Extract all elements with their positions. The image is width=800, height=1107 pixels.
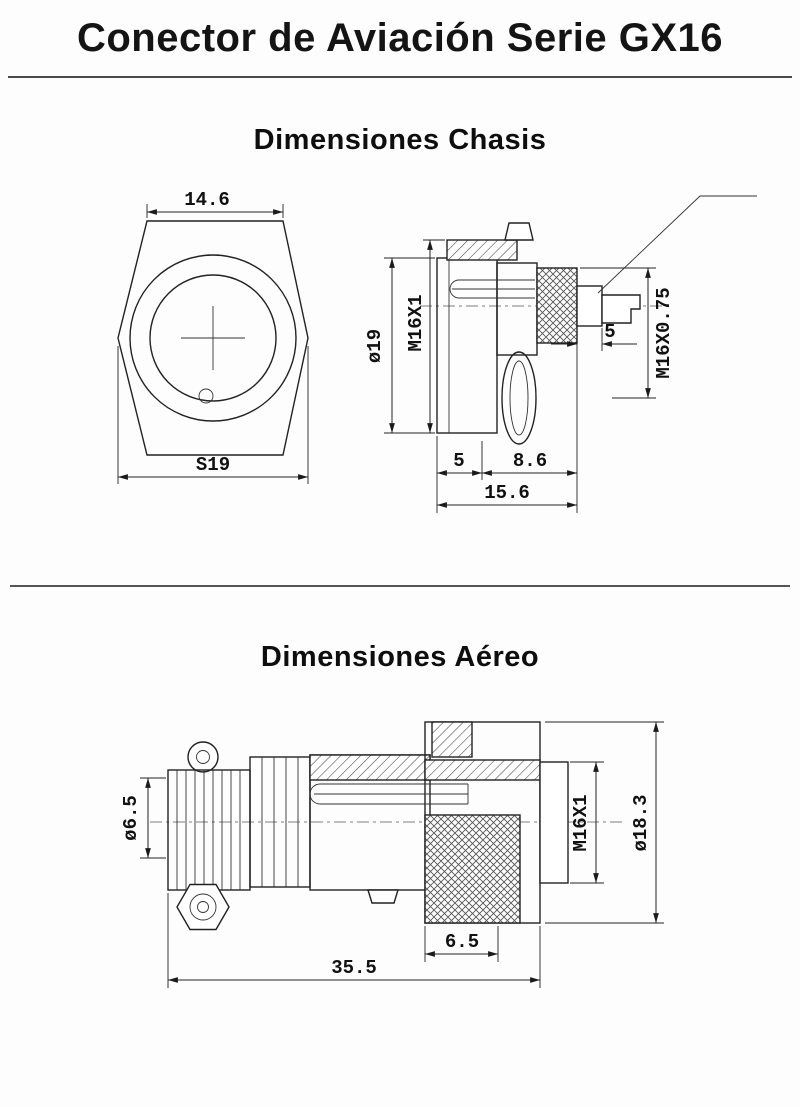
rear-knurl: [536, 267, 578, 344]
dim-hex-size: S19: [117, 346, 309, 484]
aereo-drawing: ø6.5 M16X1 ø18.3: [120, 721, 664, 988]
dim-label-body-length: 5: [453, 450, 464, 472]
dim-label-front-thread: M16X1: [405, 294, 427, 351]
dim-label-thread: M16X1: [570, 794, 592, 851]
section-chasis: Dimensiones Chasis: [0, 124, 800, 533]
dim-bottom-lengths: 5 8.6 15.6: [436, 328, 578, 513]
rear-stub: [576, 285, 603, 327]
hex-clamp-ring: [189, 893, 217, 921]
nut-thread-hatch: [424, 759, 541, 781]
chasis-side-view: ø19 M16X1 M16X0.75 5: [364, 195, 757, 513]
dim-label-hex-size: S19: [196, 454, 230, 476]
chasis-heading: Dimensiones Chasis: [253, 124, 547, 156]
nut-knurl: [424, 814, 521, 924]
connector-body: [436, 257, 498, 434]
dim-label-total-length: 35.5: [331, 957, 377, 979]
chasis-drawing: 14.6 S19: [117, 189, 757, 513]
dim-front-thread: M16X1: [405, 239, 445, 433]
page-title: Conector de Aviación Serie GX16: [76, 16, 724, 60]
gasket-ellipse: [501, 351, 537, 445]
dim-label-cable-diameter: ø6.5: [120, 795, 142, 841]
dim-label-knurl-length: 6.5: [445, 931, 479, 953]
dim-rear-thread: M16X0.75: [580, 267, 675, 399]
front-tube: [539, 761, 569, 884]
dim-label-rear-length: 5: [604, 321, 615, 343]
contact-slot: [449, 279, 535, 299]
dim-label-total-length: 15.6: [484, 482, 530, 504]
dim-outer-diameter: ø18.3: [545, 721, 664, 924]
outer-circle: [129, 254, 297, 422]
nut-key-hatch: [431, 721, 473, 758]
header: Conector de Aviación Serie GX16: [0, 0, 800, 78]
dim-thread: M16X1: [570, 761, 604, 884]
aereo-side-view: ø6.5 M16X1 ø18.3: [120, 721, 664, 988]
dim-total-length: 35.5: [167, 893, 541, 988]
dim-diameter: ø19: [364, 257, 435, 434]
hex-clamp-hole: [197, 901, 209, 913]
chasis-front-view: 14.6 S19: [117, 189, 309, 484]
dim-label-outer-diameter: ø18.3: [630, 794, 652, 851]
aereo-heading: Dimensiones Aéreo: [260, 641, 540, 673]
contact-slot: [309, 783, 469, 805]
title-rule: [8, 76, 792, 78]
inner-circle: [149, 274, 277, 402]
solder-tab: [601, 294, 641, 324]
gasket-inner: [509, 360, 529, 436]
keyway-circle: [198, 388, 214, 404]
cable-boot: [167, 769, 251, 891]
dim-rear-length: 5: [551, 321, 637, 351]
dim-label-top-width: 14.6: [184, 189, 230, 211]
dim-label-mid-length: 8.6: [513, 450, 547, 472]
washer-section: [496, 262, 538, 356]
dim-label-diameter: ø19: [364, 329, 386, 363]
transition-rings: [261, 757, 299, 887]
leader-line: [597, 195, 757, 294]
section-divider: [10, 585, 790, 587]
eyelet-outer: [187, 741, 219, 773]
hex-outline: [117, 220, 309, 456]
bottom-tab: [367, 889, 399, 904]
top-key: [504, 222, 534, 241]
dim-knurl-length: 6.5: [424, 926, 499, 962]
shell-thread-hatch: [309, 754, 431, 781]
crosshair: [181, 306, 245, 370]
boot-ridges: [176, 770, 241, 890]
dim-cable-diameter: ø6.5: [120, 777, 166, 859]
dim-label-rear-thread: M16X0.75: [653, 287, 675, 378]
dim-top-width: 14.6: [146, 189, 284, 218]
front-thread-hatch: [446, 239, 518, 261]
section-aereo: Dimensiones Aéreo: [0, 641, 800, 1000]
eyelet-hole: [196, 750, 210, 764]
hex-clamp: [176, 883, 230, 931]
